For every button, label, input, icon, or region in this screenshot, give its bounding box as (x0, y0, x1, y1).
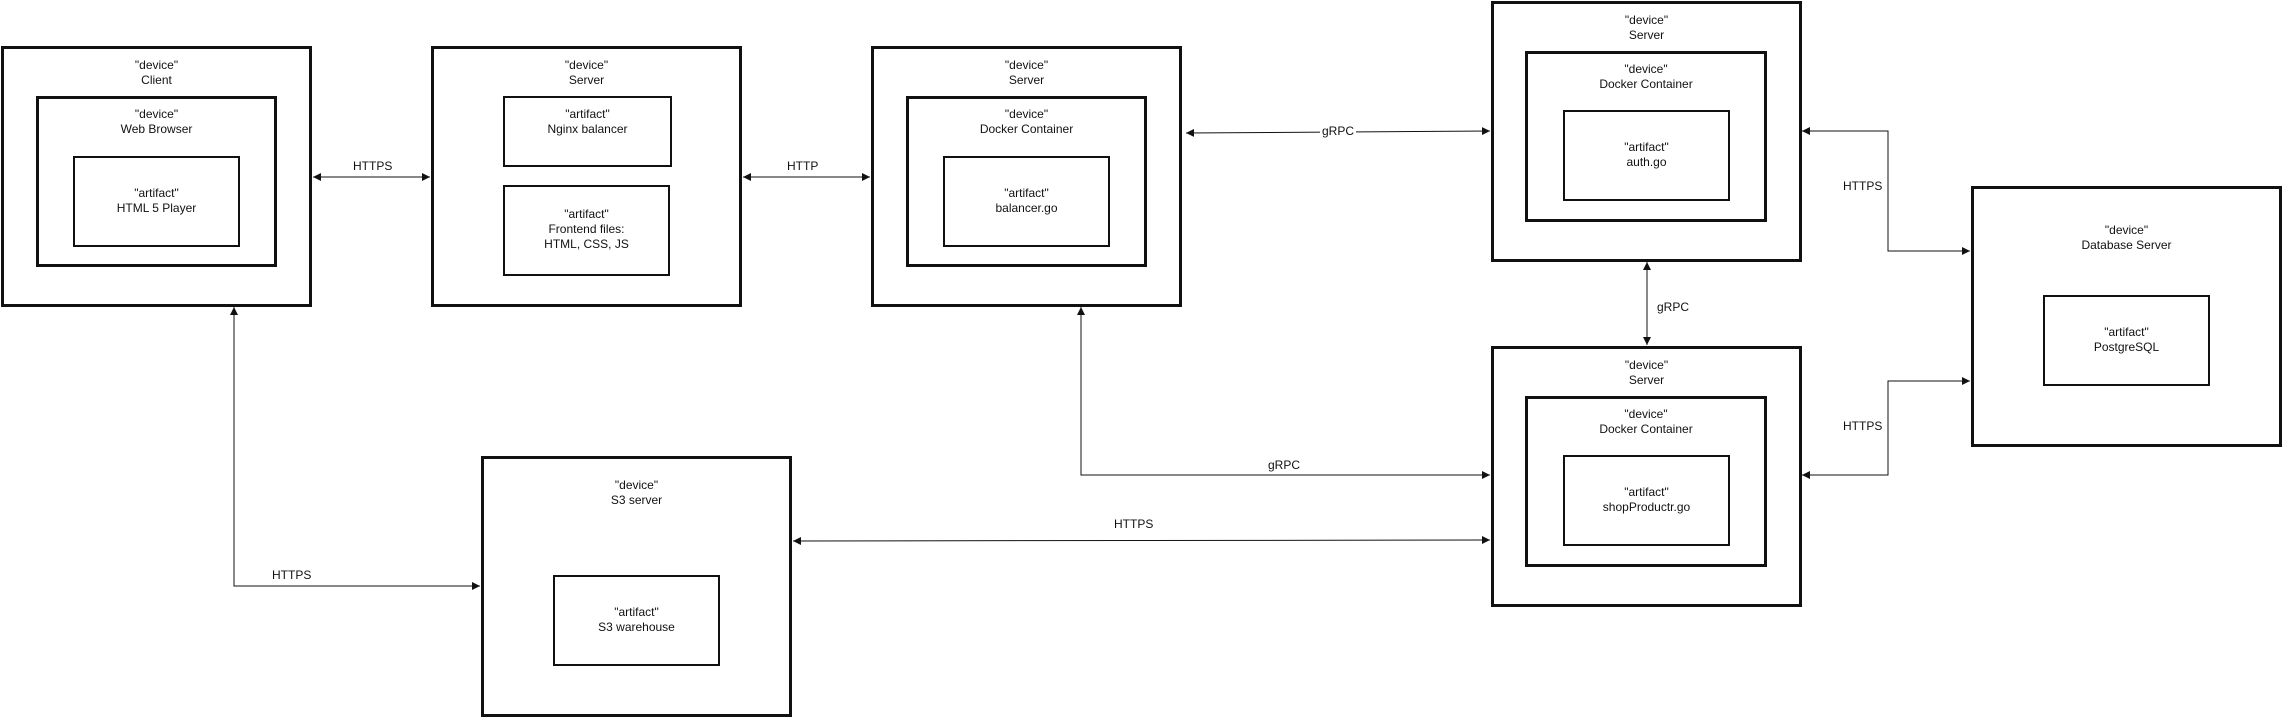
edge-label-client-s3: HTTPS (270, 568, 314, 582)
edge-label-s3-shop: HTTPS (1112, 517, 1156, 531)
edge-client-s3 (230, 307, 480, 590)
balancer-go-title: balancer.go (995, 201, 1058, 215)
shop-server-label: "device" Server (1494, 358, 1799, 388)
shop-server-title: Server (1628, 373, 1665, 387)
frontend-files-title: Frontend files: (548, 222, 625, 236)
balancer-go-label: "artifact" balancer.go (945, 186, 1108, 216)
web-browser-stereotype: "device" (134, 107, 179, 121)
edge-label-client-frontend: HTTPS (351, 159, 395, 173)
html5-player-stereotype: "artifact" (134, 186, 179, 200)
shop-container-device[interactable]: "device" Docker Container (1525, 396, 1767, 567)
shop-container-label: "device" Docker Container (1528, 407, 1764, 437)
shop-server-device[interactable]: "device" Server (1491, 346, 1802, 607)
s3-warehouse-title: S3 warehouse (598, 620, 675, 634)
frontend-server-title: Server (568, 73, 605, 87)
frontend-files-stereotype: "artifact" (564, 207, 609, 221)
balancer-go-artifact[interactable]: "artifact" balancer.go (943, 156, 1110, 247)
auth-go-stereotype: "artifact" (1624, 140, 1669, 154)
auth-go-title: auth.go (1626, 155, 1667, 169)
s3-server-title: S3 server (610, 493, 663, 507)
s3-warehouse-artifact[interactable]: "artifact" S3 warehouse (553, 575, 720, 666)
edge-label-auth-db: HTTPS (1841, 179, 1885, 193)
postgresql-stereotype: "artifact" (2104, 325, 2149, 339)
auth-go-label: "artifact" auth.go (1565, 140, 1728, 170)
balancer-container-device[interactable]: "device" Docker Container (906, 96, 1147, 267)
edge-s3-shop (792, 536, 1491, 545)
html5-player-artifact[interactable]: "artifact" HTML 5 Player (73, 156, 240, 247)
shop-go-label: "artifact" shopProductr.go (1565, 485, 1728, 515)
auth-server-label: "device" Server (1494, 13, 1799, 43)
balancer-server-device[interactable]: "device" Server (871, 46, 1182, 307)
auth-server-stereotype: "device" (1624, 13, 1669, 27)
edge-label-frontend-balancer: HTTP (785, 159, 821, 173)
html5-player-title: HTML 5 Player (116, 201, 197, 215)
web-browser-device[interactable]: "device" Web Browser (36, 96, 277, 267)
balancer-server-title: Server (1008, 73, 1045, 87)
auth-server-title: Server (1628, 28, 1665, 42)
database-server-title: Database Server (2081, 238, 2172, 252)
frontend-files-artifact[interactable]: "artifact" Frontend files: HTML, CSS, JS (503, 185, 670, 276)
s3-server-stereotype: "device" (614, 478, 659, 492)
html5-player-label: "artifact" HTML 5 Player (75, 186, 238, 216)
frontend-files-subtitle: HTML, CSS, JS (544, 237, 629, 251)
database-server-label: "device" Database Server (1974, 223, 2279, 253)
frontend-files-label: "artifact" Frontend files: HTML, CSS, JS (505, 207, 668, 252)
shop-server-stereotype: "device" (1624, 358, 1669, 372)
database-server-device[interactable]: "device" Database Server (1971, 186, 2282, 447)
shop-go-artifact[interactable]: "artifact" shopProductr.go (1563, 455, 1730, 546)
balancer-go-stereotype: "artifact" (1004, 186, 1049, 200)
edge-label-auth-shop: gRPC (1655, 300, 1692, 314)
auth-container-device[interactable]: "device" Docker Container (1525, 51, 1767, 222)
shop-container-stereotype: "device" (1624, 407, 1668, 421)
balancer-server-label: "device" Server (874, 58, 1179, 88)
shop-container-title: Docker Container (1599, 422, 1693, 436)
balancer-container-stereotype: "device" (1004, 107, 1049, 121)
s3-server-label: "device" S3 server (484, 478, 789, 508)
nginx-balancer-stereotype: "artifact" (565, 107, 610, 121)
client-device[interactable]: "device" Client (1, 46, 312, 307)
nginx-balancer-artifact[interactable]: "artifact" Nginx balancer (503, 96, 672, 167)
s3-warehouse-label: "artifact" S3 warehouse (555, 605, 718, 635)
auth-container-stereotype: "device" (1624, 62, 1668, 76)
web-browser-label: "device" Web Browser (39, 107, 274, 137)
frontend-server-label: "device" Server (434, 58, 739, 88)
auth-container-title: Docker Container (1599, 77, 1693, 91)
balancer-container-title: Docker Container (979, 122, 1074, 136)
balancer-server-stereotype: "device" (1004, 58, 1049, 72)
client-device-label: "device" Client (4, 58, 309, 88)
edge-label-shop-db: HTTPS (1841, 419, 1885, 433)
web-browser-title: Web Browser (120, 122, 193, 136)
auth-server-device[interactable]: "device" Server (1491, 1, 1802, 262)
postgresql-artifact[interactable]: "artifact" PostgreSQL (2043, 295, 2210, 386)
frontend-server-device[interactable]: "device" Server (431, 46, 742, 307)
shop-go-stereotype: "artifact" (1624, 485, 1669, 499)
database-server-stereotype: "device" (2104, 223, 2149, 237)
auth-container-label: "device" Docker Container (1528, 62, 1764, 92)
edge-balancer-shop (1077, 307, 1490, 479)
frontend-server-stereotype: "device" (564, 58, 609, 72)
edge-shop-db (1802, 377, 1970, 479)
s3-server-device[interactable]: "device" S3 server (481, 456, 792, 717)
edge-auth-db (1802, 127, 1970, 255)
s3-warehouse-stereotype: "artifact" (614, 605, 659, 619)
shop-go-title: shopProductr.go (1602, 500, 1691, 514)
balancer-container-label: "device" Docker Container (909, 107, 1144, 137)
client-device-title: Client (141, 73, 172, 87)
auth-go-artifact[interactable]: "artifact" auth.go (1563, 110, 1730, 201)
edge-label-balancer-shop: gRPC (1266, 458, 1303, 472)
nginx-balancer-title: Nginx balancer (547, 122, 628, 136)
postgresql-title: PostgreSQL (2093, 340, 2160, 354)
nginx-balancer-label: "artifact" Nginx balancer (505, 107, 670, 137)
edge-label-balancer-auth: gRPC (1320, 124, 1357, 138)
client-device-stereotype: "device" (134, 58, 179, 72)
postgresql-label: "artifact" PostgreSQL (2045, 325, 2208, 355)
